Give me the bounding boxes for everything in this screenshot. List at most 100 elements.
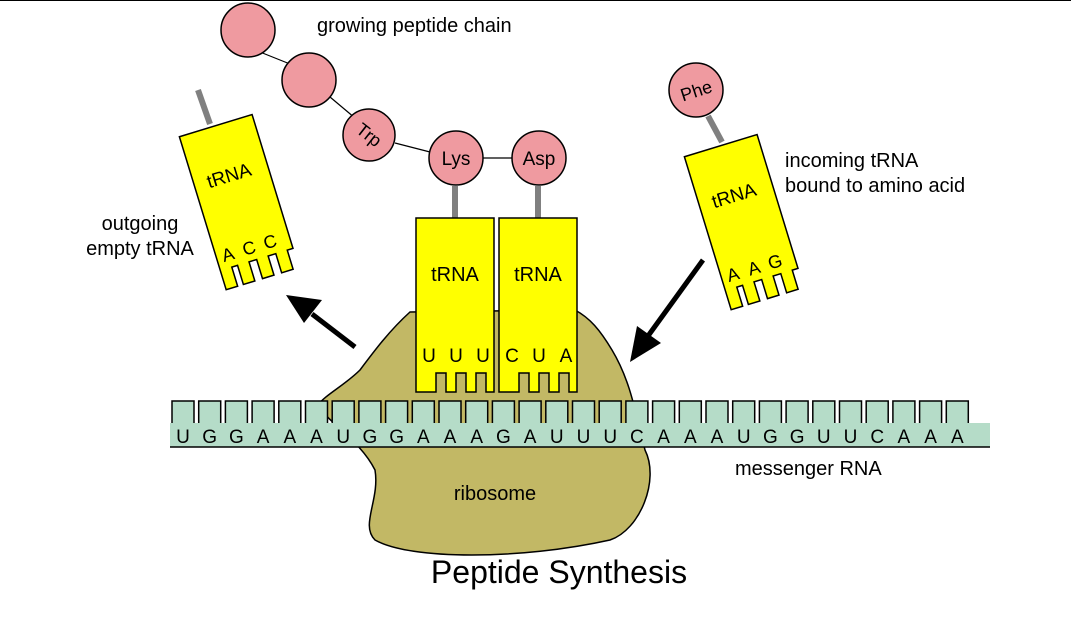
amino-acid-lys-label: Lys <box>442 149 471 170</box>
trna-p-site-label: tRNA <box>431 264 479 286</box>
trna-p-site-base-3: U <box>476 346 490 367</box>
mrna-tooth <box>464 400 489 424</box>
mrna-base: U <box>577 427 591 448</box>
trna-stems <box>195 89 725 218</box>
mrna-tooth <box>251 400 275 424</box>
amino-acid-lys <box>428 130 484 186</box>
peptide-bead-2 <box>281 52 337 108</box>
trna-outgoing-base-3: C <box>261 230 279 253</box>
mrna-base: A <box>444 427 457 448</box>
mrna-tooth <box>945 400 970 424</box>
trna-outgoing-base-1: A <box>219 243 236 266</box>
trna-p-site-base-2: U <box>449 346 463 367</box>
mrna-base: U <box>550 427 564 448</box>
mrna-base: U <box>176 427 190 448</box>
trna-outgoing-base-2: C <box>240 237 258 260</box>
mrna-tooth <box>304 400 329 424</box>
mrna-base: G <box>389 427 404 448</box>
mrna-base: A <box>310 427 323 448</box>
amino-acid-trp <box>342 108 396 162</box>
arrow-outgoing <box>286 295 357 349</box>
mrna-strand <box>170 423 990 447</box>
mrna-tooth <box>598 400 622 424</box>
trna-incoming-base-1: A <box>724 263 741 286</box>
mrna-base: A <box>684 427 697 448</box>
mrna-tooth <box>678 400 703 424</box>
mrna-tooth <box>705 400 729 424</box>
label-growing-peptide-chain: growing peptide chain <box>317 15 512 37</box>
mrna-tooth <box>785 400 809 424</box>
mrna-tooth <box>224 400 249 424</box>
mrna-base: U <box>844 427 858 448</box>
trna-incoming-base-3: G <box>765 250 784 273</box>
label-outgoing-line-1: outgoing <box>102 213 179 235</box>
mrna-base: A <box>283 427 296 448</box>
trna-incoming-body <box>683 133 800 311</box>
trna-a-site-base-2: U <box>532 346 546 367</box>
trna-p-site-body <box>415 217 495 393</box>
mrna-base: A <box>417 427 430 448</box>
mrna-base: G <box>496 427 511 448</box>
mrna-base: U <box>603 427 617 448</box>
mrna-tooth <box>331 400 355 424</box>
mrna-base: G <box>790 427 805 448</box>
mrna-base: A <box>898 427 911 448</box>
mrna-base: A <box>257 427 270 448</box>
mrna-base: A <box>711 427 724 448</box>
mrna-tooth <box>918 400 943 424</box>
mrna-base: G <box>229 427 244 448</box>
mrna-tooth <box>758 400 783 424</box>
mrna-tooth <box>571 400 596 424</box>
trna-a-site-body <box>498 217 578 393</box>
amino-acid-asp-label: Asp <box>523 149 556 170</box>
mrna-base: C <box>870 427 884 448</box>
mrna-base: U <box>336 427 350 448</box>
mrna-tooth <box>545 400 569 424</box>
mrna-base: C <box>630 427 644 448</box>
mrna-tooth <box>731 400 756 424</box>
trna-a-site-base-1: C <box>505 346 519 367</box>
mrna-base: A <box>470 427 483 448</box>
mrna-base: G <box>763 427 778 448</box>
trna-outgoing: tRNA A C C <box>178 113 295 291</box>
mrna-base: U <box>817 427 831 448</box>
mrna-tooth <box>892 400 916 424</box>
mrna-tooth <box>171 400 195 424</box>
trna-a-site-base-3: A <box>560 346 573 367</box>
mrna-base: U <box>737 427 751 448</box>
mrna-base: G <box>363 427 378 448</box>
mrna-tooth <box>625 400 649 424</box>
mrna-base: A <box>657 427 670 448</box>
trna-outgoing-body <box>178 113 295 291</box>
label-incoming-line-1: incoming tRNA <box>785 150 919 172</box>
diagram-title: Peptide Synthesis <box>431 554 687 590</box>
peptide-bead-1 <box>220 2 276 58</box>
label-outgoing-line-2: empty tRNA <box>86 238 194 260</box>
arrow-incoming <box>630 258 706 362</box>
mrna-tooth <box>197 400 222 424</box>
mrna-tooth <box>518 400 542 424</box>
amino-acid-phe <box>668 62 724 118</box>
mrna-tooth <box>491 400 516 424</box>
label-ribosome: ribosome <box>454 483 536 505</box>
amino-acid-asp <box>511 130 567 186</box>
mrna-base: A <box>951 427 964 448</box>
mrna-tooth <box>865 400 889 424</box>
mrna-tooth <box>384 400 409 424</box>
mrna-teeth <box>171 400 970 424</box>
trna-incoming-base-2: A <box>745 257 762 280</box>
mrna-base: A <box>924 427 937 448</box>
mrna-base: G <box>202 427 217 448</box>
label-incoming-line-2: bound to amino acid <box>785 175 965 197</box>
mrna-tooth <box>358 400 382 424</box>
trna-a-site-label: tRNA <box>514 264 562 286</box>
trna-incoming: tRNA A A G <box>683 133 800 311</box>
mrna-tooth <box>651 400 676 424</box>
label-messenger-rna: messenger RNA <box>735 458 882 480</box>
mrna-tooth <box>812 400 836 424</box>
mrna-tooth <box>838 400 863 424</box>
mrna-tooth <box>438 400 462 424</box>
